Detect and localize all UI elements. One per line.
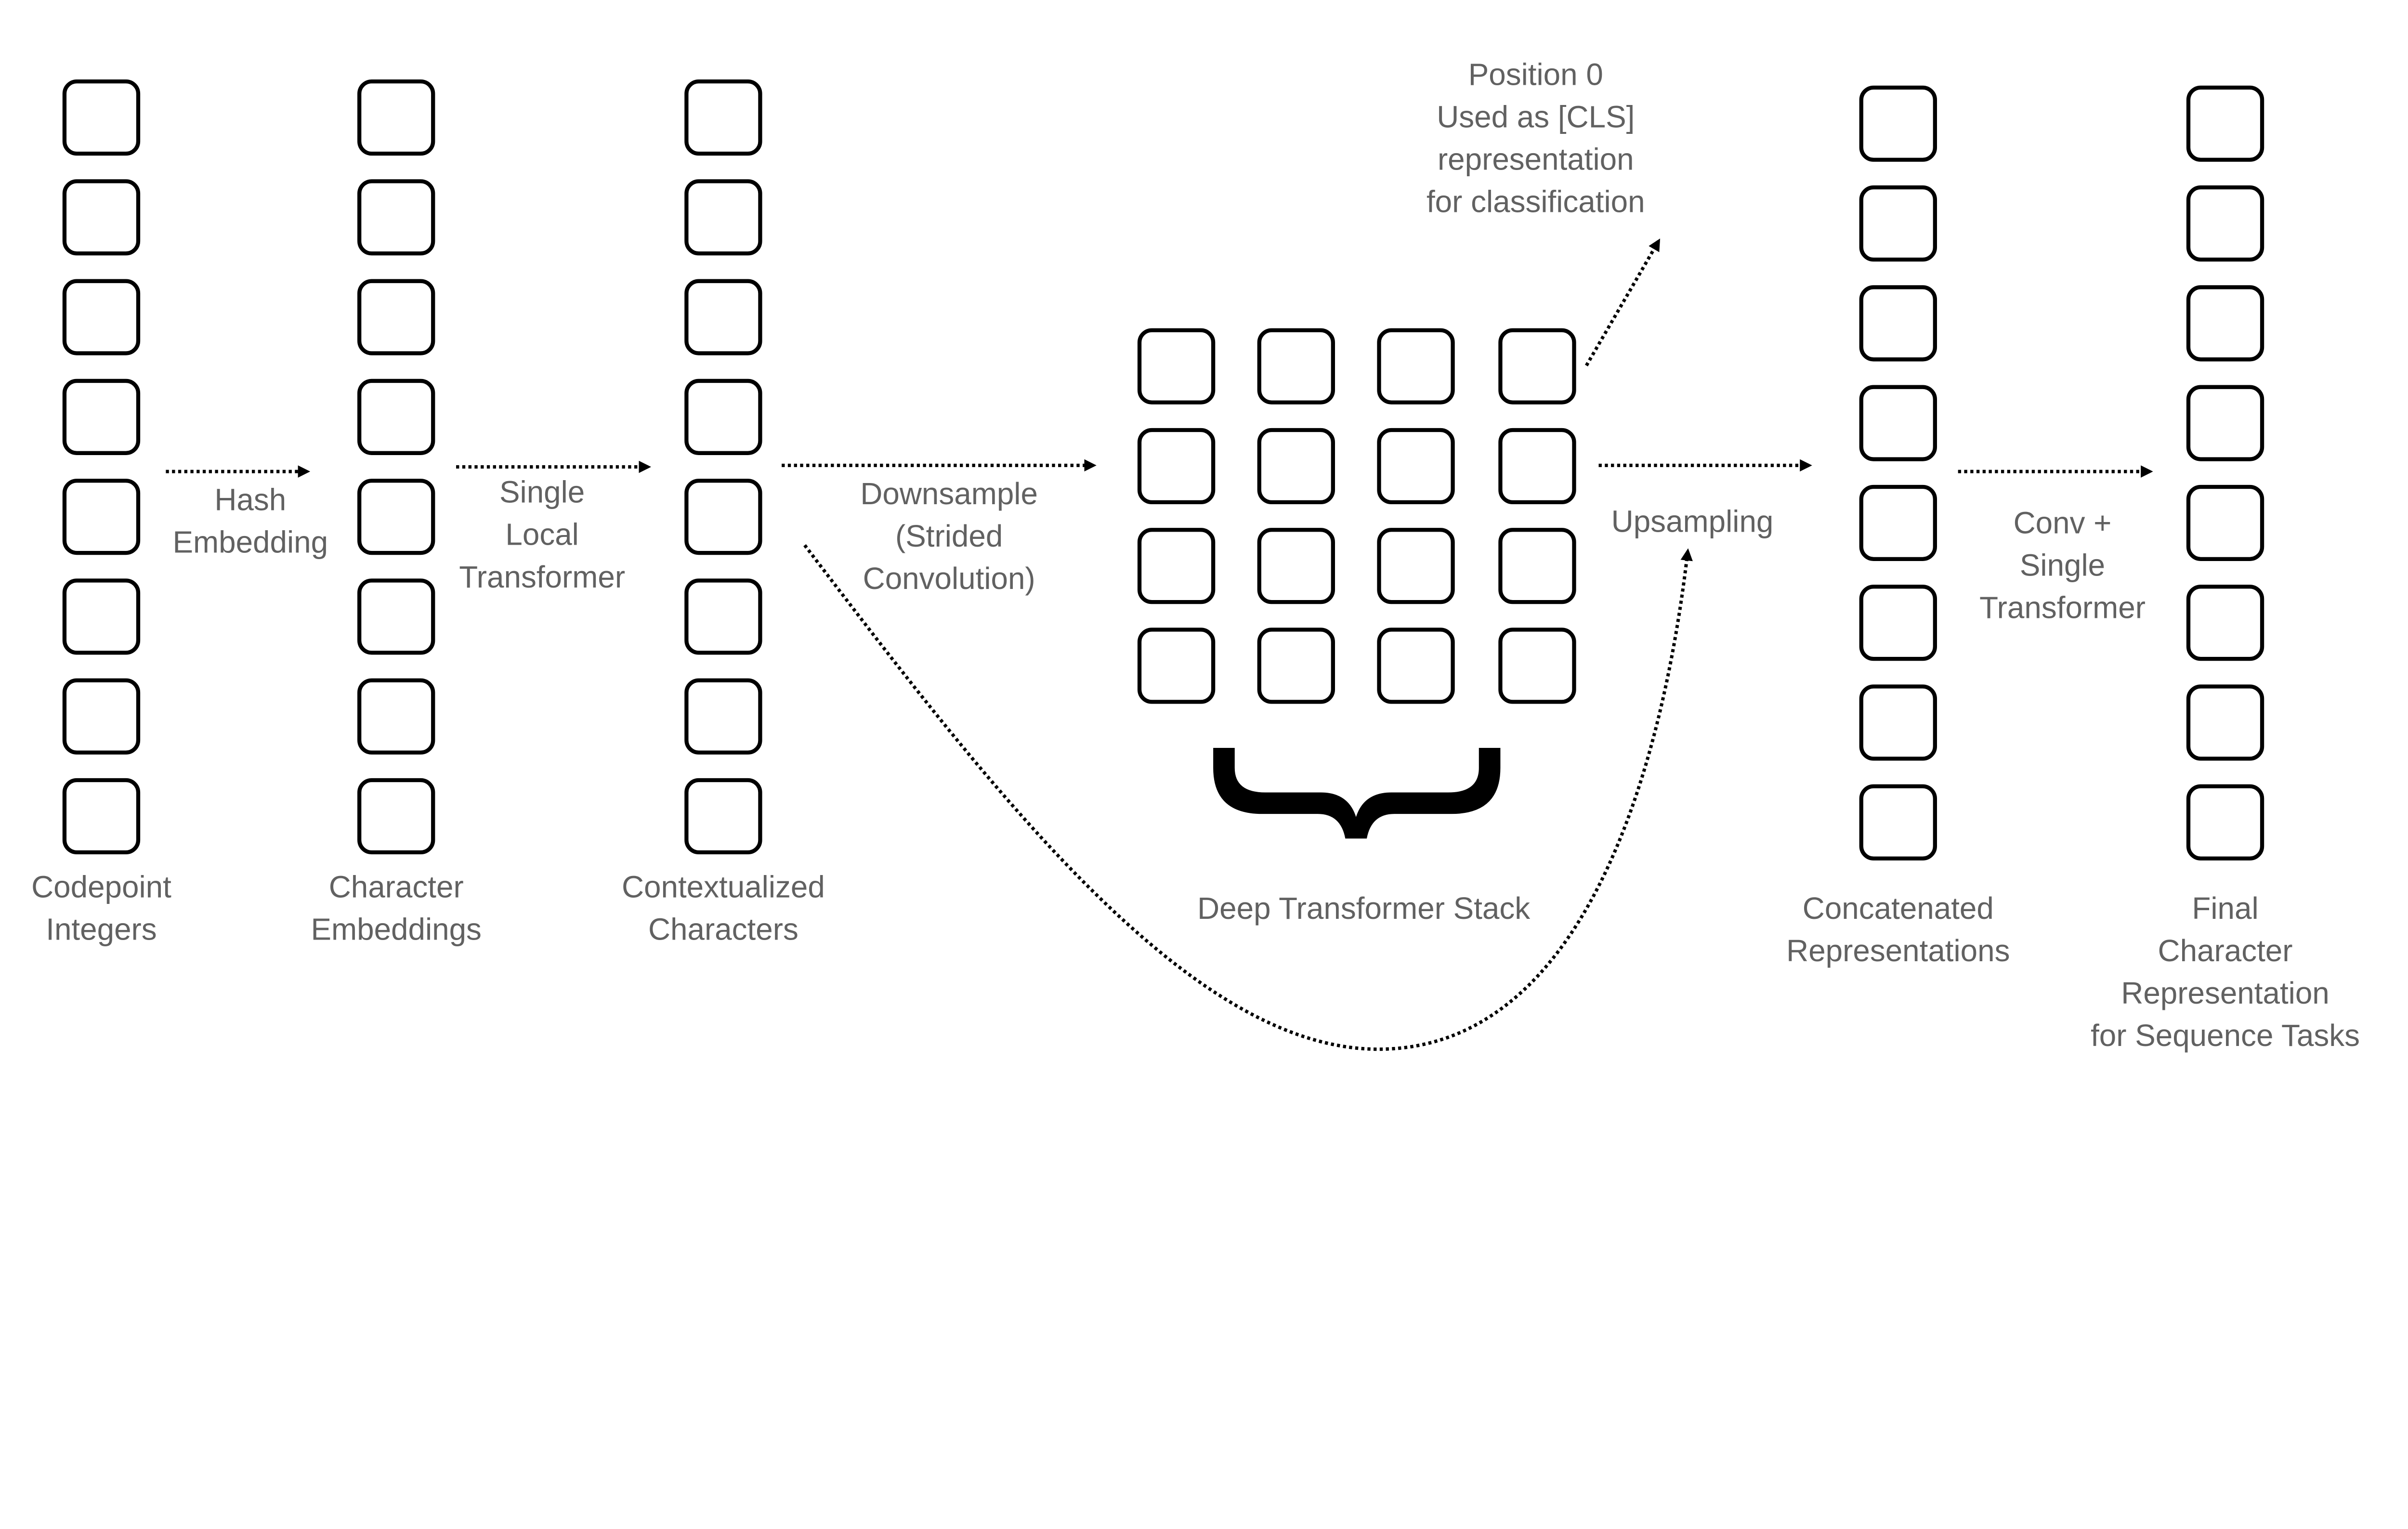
cell — [357, 379, 435, 455]
cell — [684, 79, 762, 156]
edge-label-downsample: (Strided — [895, 519, 1003, 553]
grid-cell — [1137, 528, 1216, 604]
grid-cell — [1498, 528, 1576, 604]
cell — [62, 778, 141, 855]
cell — [684, 179, 762, 256]
edge-label-downsample: Convolution) — [863, 561, 1035, 596]
transformer-grid — [1137, 328, 1576, 704]
column-label-codepoints: Codepoint — [31, 869, 171, 904]
column-concatenated — [1859, 85, 1937, 861]
cell — [2186, 585, 2264, 661]
column-label-concatenated: Representations — [1786, 933, 2010, 968]
cell — [357, 179, 435, 256]
column-label-final: Character — [2158, 933, 2293, 968]
column-label-concatenated: Concatenated — [1803, 891, 1994, 926]
grid-cell — [1377, 528, 1455, 604]
cell — [62, 379, 141, 455]
edge-label-hash-embedding: Hash — [214, 483, 286, 517]
arrow-cls-output — [1584, 238, 1661, 366]
canine-architecture-diagram: CodepointIntegersCharacterEmbeddingsCont… — [31, 57, 2360, 1053]
cell — [357, 479, 435, 555]
arrow-residual-skip — [803, 544, 1693, 1051]
column-codepoints — [62, 79, 141, 855]
column-label-contextualized: Contextualized — [622, 869, 825, 904]
column-label-char-embeddings: Character — [329, 869, 464, 904]
edge-label-cls-output: Position 0 — [1468, 57, 1603, 91]
column-char-embeddings — [357, 79, 435, 855]
grid-cell — [1257, 627, 1335, 704]
grid-cell — [1377, 428, 1455, 504]
cell — [62, 279, 141, 355]
column-final — [2186, 85, 2264, 861]
grid-cell — [1498, 428, 1576, 504]
edge-label-single-local-transformer: Local — [505, 517, 578, 552]
grid-cell — [1137, 328, 1216, 405]
cell — [684, 479, 762, 555]
cell — [1859, 85, 1937, 162]
edge-label-cls-output: for classification — [1426, 184, 1645, 219]
curly-brace — [1213, 748, 1501, 839]
cell — [2186, 85, 2264, 162]
cell — [2186, 684, 2264, 761]
cell — [684, 778, 762, 855]
column-label-contextualized: Characters — [648, 912, 798, 946]
column-label-final: Final — [2192, 891, 2258, 926]
cell — [1859, 484, 1937, 561]
cell — [357, 279, 435, 355]
column-contextualized — [684, 79, 762, 855]
edge-label-upsampling: Upsampling — [1611, 504, 1774, 538]
edge-label-cls-output: Used as [CLS] — [1437, 99, 1635, 134]
labels: CodepointIntegersCharacterEmbeddingsCont… — [31, 57, 2360, 1053]
cell — [62, 578, 141, 655]
cell — [684, 279, 762, 355]
column-label-final: Representation — [2121, 976, 2329, 1010]
cell-columns — [62, 79, 2264, 861]
grid-cell — [1137, 428, 1216, 504]
cell — [1859, 784, 1937, 861]
cell — [2186, 784, 2264, 861]
grid-cell — [1257, 428, 1335, 504]
edge-label-conv-single-transformer: Conv + — [2014, 506, 2112, 540]
cell — [62, 479, 141, 555]
grid-cell — [1377, 328, 1455, 405]
grid-label: Deep Transformer Stack — [1197, 891, 1530, 926]
edge-label-conv-single-transformer: Single — [2020, 548, 2105, 583]
edge-label-downsample: Downsample — [860, 476, 1038, 511]
grid-cell — [1498, 627, 1576, 704]
cell — [1859, 385, 1937, 461]
edge-label-conv-single-transformer: Transformer — [1979, 590, 2146, 625]
cell — [357, 578, 435, 655]
cell — [2186, 484, 2264, 561]
grid-cell — [1498, 328, 1576, 405]
column-label-codepoints: Integers — [46, 912, 157, 946]
cell — [2186, 285, 2264, 362]
cell — [2186, 185, 2264, 262]
grid-cell — [1257, 328, 1335, 405]
edge-label-single-local-transformer: Single — [499, 475, 585, 510]
edge-label-hash-embedding: Embedding — [172, 525, 328, 560]
cell — [357, 678, 435, 755]
cell — [1859, 185, 1937, 262]
cell — [62, 678, 141, 755]
cell — [62, 79, 141, 156]
cell — [684, 379, 762, 455]
cell — [62, 179, 141, 256]
cell — [1859, 585, 1937, 661]
cell — [357, 778, 435, 855]
grid-cell — [1377, 627, 1455, 704]
edge-label-single-local-transformer: Transformer — [459, 560, 625, 594]
cell — [2186, 385, 2264, 461]
grid-cell — [1137, 627, 1216, 704]
column-label-final: for Sequence Tasks — [2091, 1018, 2360, 1053]
cell — [684, 578, 762, 655]
column-label-char-embeddings: Embeddings — [311, 912, 481, 946]
grid-cell — [1257, 528, 1335, 604]
cell — [1859, 684, 1937, 761]
cell — [684, 678, 762, 755]
cell — [1859, 285, 1937, 362]
edge-label-cls-output: representation — [1438, 142, 1634, 176]
cell — [357, 79, 435, 156]
